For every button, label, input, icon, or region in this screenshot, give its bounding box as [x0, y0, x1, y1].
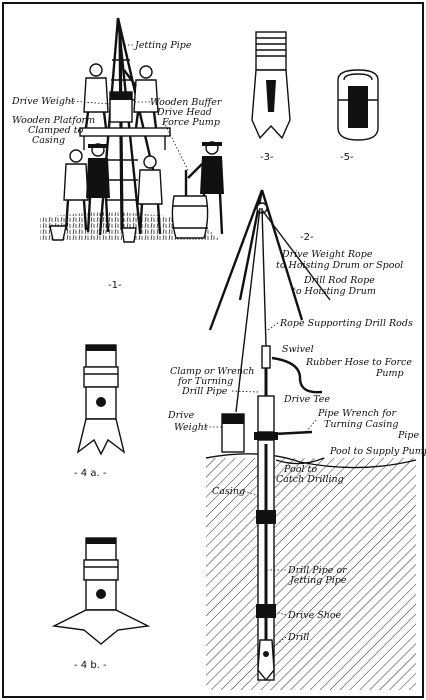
label-pool-catch-2: Catch Drilling — [276, 474, 344, 485]
label-drive-head: Drive Head — [156, 107, 212, 118]
figure-number-4a: - 4 a. - — [74, 468, 107, 479]
label-clamped-to: Clamped to — [28, 125, 84, 136]
label-drive-weight: Drive Weight — [11, 96, 75, 107]
label-wooden-buffer: Wooden Buffer — [150, 97, 223, 108]
label-drive-shoe: Drive Shoe — [287, 610, 342, 621]
label-pool-catch-1: Pool to — [283, 464, 317, 475]
figure-3-drill-bit: -3- — [251, 31, 291, 163]
figure-number-2: -2- — [300, 232, 314, 243]
worker-figure-right-top — [123, 65, 159, 129]
figure-1-drilling-rig: Jetting Pipe Wooden Buffer Drive Head Fo… — [11, 17, 224, 291]
label-rope-supporting: Rope Supporting Drill Rods — [279, 318, 413, 329]
label-force-pump: Force Pump — [161, 117, 220, 128]
label-clamp-1: Clamp or Wrench — [170, 366, 254, 377]
figure-number-4b: - 4 b. - — [74, 660, 107, 671]
label-rubber-hose-2: Pump — [375, 368, 404, 379]
label-pipe-wrench-3: Pipe — [397, 430, 420, 441]
label-drill-rod-rope-2: to Hoisting Drum — [292, 286, 376, 297]
label-casing: Casing — [212, 486, 245, 497]
figure-4a-bit: - 4 a. - — [74, 344, 126, 479]
figure-number-3: -3- — [260, 152, 274, 163]
label-jetting-pipe: Jetting Pipe — [133, 40, 192, 51]
label-rubber-hose-1: Rubber Hose to Force — [305, 357, 412, 368]
figure-number-1: -1- — [108, 280, 122, 291]
label-pipe-wrench-1: Pipe Wrench for — [317, 408, 397, 419]
label-clamp-2: for Turning — [177, 376, 233, 387]
label-weight-2: Weight — [174, 422, 208, 433]
label-pool-supply: Pool to Supply Pump — [329, 446, 426, 457]
figure-5-drive-shoe: -5- — [337, 69, 379, 163]
figure-2-well-section: -2- Drive Weight Rope to Hoisting Drum o… — [167, 189, 426, 690]
label-drill: Drill — [287, 632, 309, 643]
label-drive-weight-rope-1: Drive Weight Rope — [281, 249, 373, 260]
worker-figure-ground-1 — [63, 149, 89, 231]
label-drive-weight-rope-2: to Hoisting Drum or Spool — [276, 260, 403, 271]
label-drill-rod-rope-1: Drill Rod Rope — [303, 275, 375, 286]
worker-figure-ground-3 — [137, 155, 163, 235]
label-swivel: Swivel — [282, 344, 314, 355]
worker-figure-ground-2 — [86, 143, 110, 233]
label-drill-pipe-1: Drill Pipe or — [287, 565, 348, 576]
figure-number-5: -5- — [340, 152, 354, 163]
label-casing-platform: Casing — [32, 135, 65, 146]
figure-4b-bit: - 4 b. - — [51, 537, 151, 671]
label-drill-pipe-2: Jetting Pipe — [288, 575, 347, 586]
label-clamp-3: Drill Pipe — [181, 386, 228, 397]
label-pipe-wrench-2: Turning Casing — [324, 419, 398, 430]
water-barrel — [171, 195, 209, 239]
label-drive-2: Drive — [167, 410, 195, 421]
label-drive-tee: Drive Tee — [283, 394, 330, 405]
label-wooden-platform: Wooden Platform — [12, 115, 95, 126]
